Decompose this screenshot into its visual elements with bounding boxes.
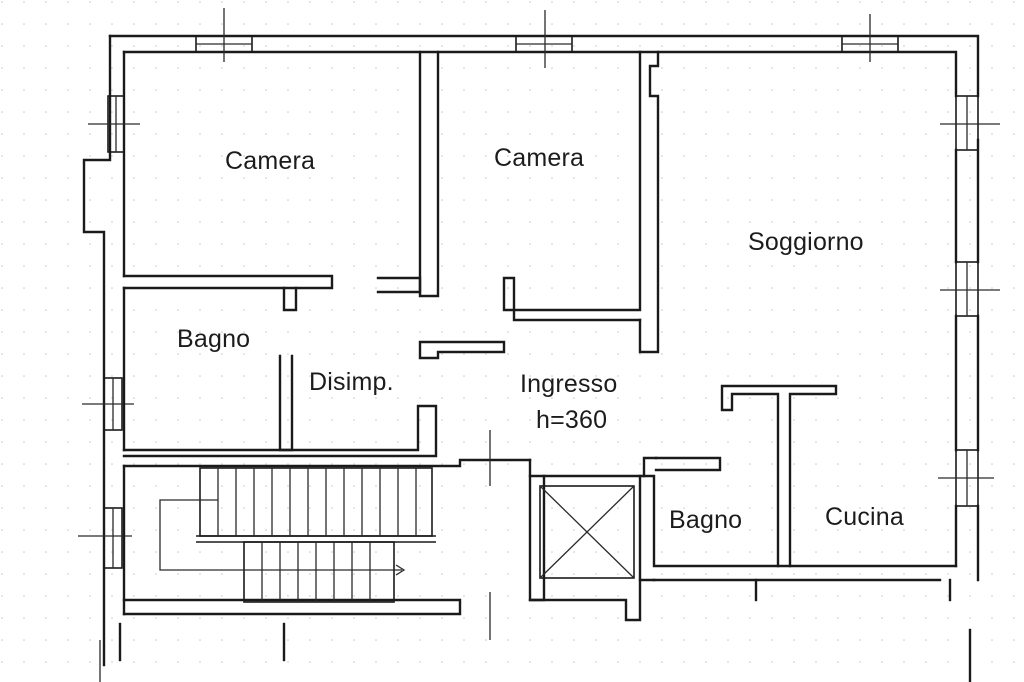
- staircase: [159, 467, 436, 603]
- outer-walls: [82, 34, 980, 682]
- window-icon: [940, 95, 1000, 151]
- room-label-disimpegno: Disimp.: [309, 368, 394, 396]
- window-icon: [82, 377, 134, 431]
- room-label-camera-left: Camera: [225, 147, 316, 175]
- room-label-cucina: Cucina: [825, 503, 905, 531]
- elevator-shaft-icon: [539, 485, 635, 579]
- stair-treads-lower: [261, 542, 371, 602]
- room-label-ingresso-height: h=360: [536, 406, 608, 434]
- stair-arrow-icon: [159, 499, 406, 576]
- interior-walls: [118, 50, 958, 662]
- room-label-soggiorno: Soggiorno: [748, 228, 864, 256]
- window-icon: [938, 449, 994, 507]
- window-icon: [841, 14, 899, 62]
- window-icon: [515, 10, 573, 68]
- room-label-camera-center: Camera: [494, 144, 585, 172]
- windows: [78, 8, 1000, 569]
- room-label-ingresso: Ingresso: [520, 370, 618, 398]
- window-icon: [88, 95, 140, 153]
- window-icon: [940, 261, 1000, 317]
- stair-treads-upper: [217, 468, 417, 536]
- window-icon: [195, 8, 253, 62]
- room-label-bagno-left: Bagno: [177, 325, 251, 353]
- room-label-bagno-right: Bagno: [669, 506, 743, 534]
